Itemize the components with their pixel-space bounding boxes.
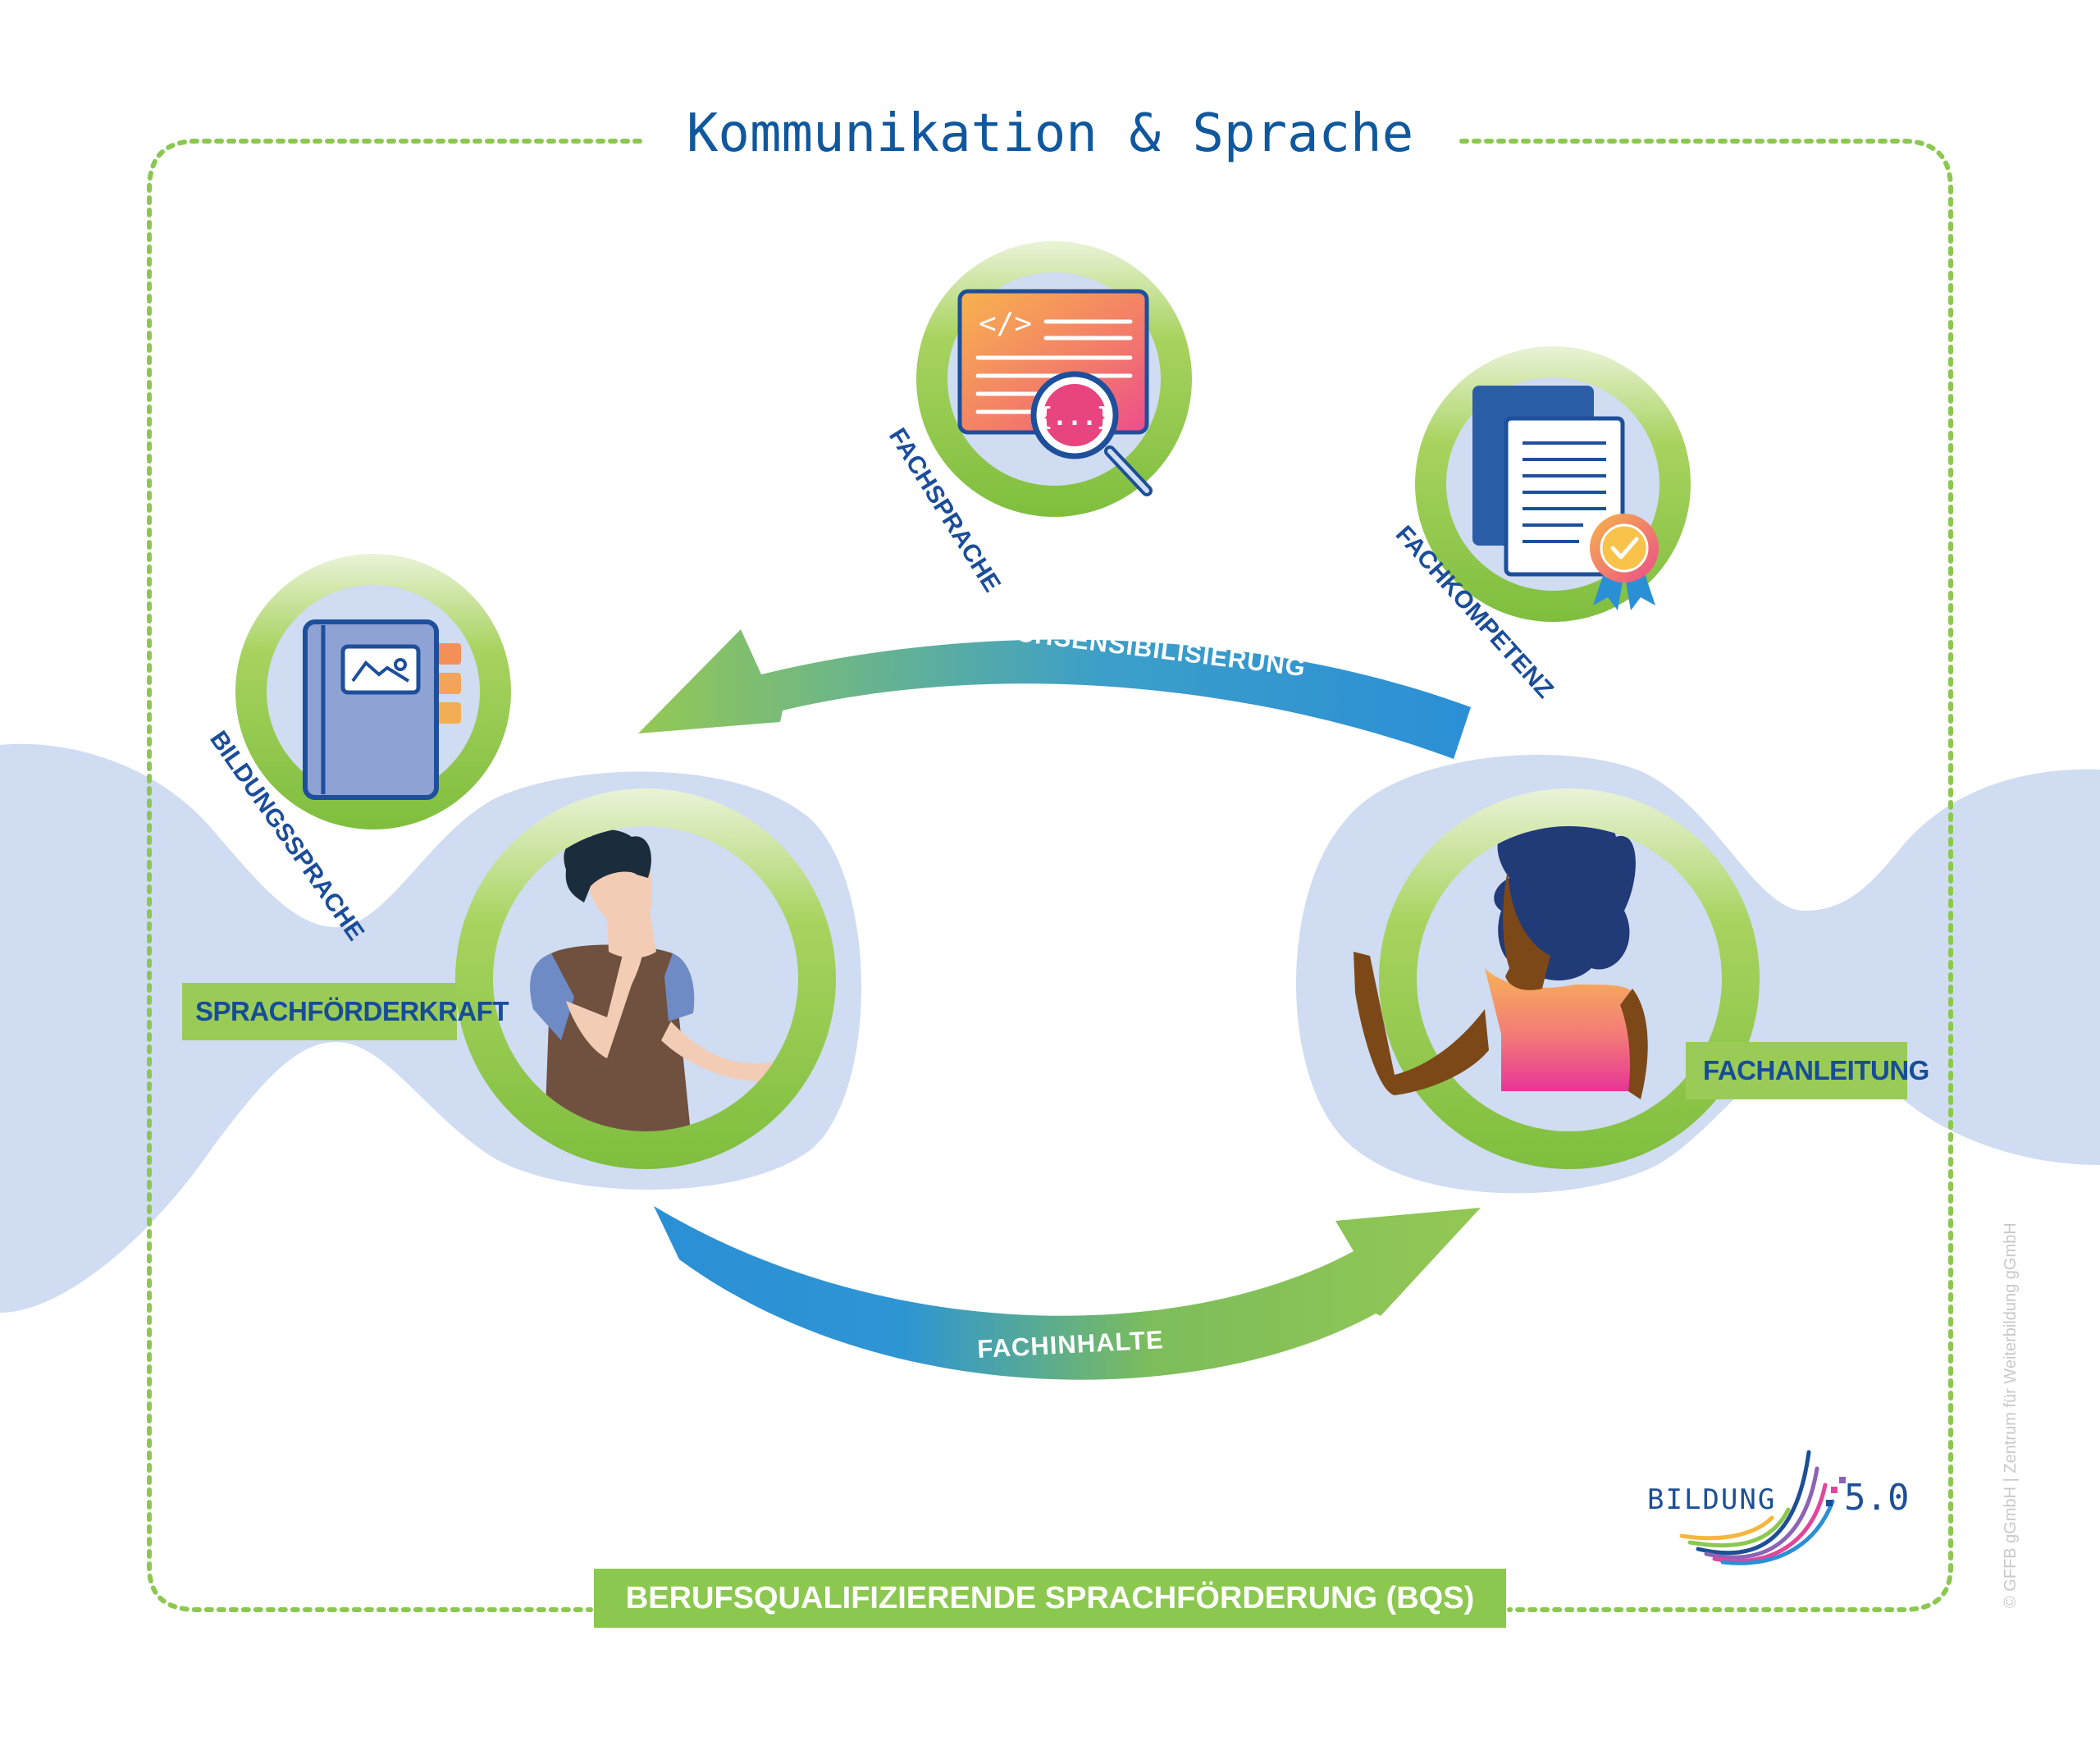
fachsprache-icon: </> {...} FACHSPRACHE — [883, 241, 1192, 596]
role-label-left: SPRACHFÖRDERKRAFT — [195, 996, 509, 1026]
fachkompetenz-icon: FACHKOMPETENZ — [1390, 346, 1691, 703]
arrow-bottom — [654, 1206, 1481, 1380]
braces-glyph: {...} — [1038, 403, 1112, 432]
bildungssprache-icon: BILDUNGSSPRACHE — [204, 554, 511, 946]
role-label-right: FACHANLEITUNG — [1703, 1055, 1929, 1085]
code-tag-glyph: </> — [979, 307, 1032, 340]
footer-banner: BERUFSQUALIFIZIERENDE SPRACHFÖRDERUNG (B… — [594, 1569, 1506, 1628]
sprachfoerderkraft-avatar — [455, 788, 836, 1169]
role-bar-right — [1686, 1042, 1907, 1099]
logo-word: BILDUNG — [1647, 1483, 1777, 1516]
copyright-text: © GFFB gGmbH | Zentrum für Weiterbildung… — [2002, 1222, 2020, 1608]
logo-version: 5.0 — [1844, 1477, 1910, 1519]
arrow-top — [638, 629, 1471, 759]
bildung-logo-mark — [1679, 1450, 1846, 1565]
dotted-frame — [147, 139, 1953, 1612]
fachanleitung-avatar — [1354, 788, 1760, 1169]
role-bar-left — [182, 983, 457, 1040]
page-title: Kommunikation & Sprache — [648, 97, 1452, 171]
